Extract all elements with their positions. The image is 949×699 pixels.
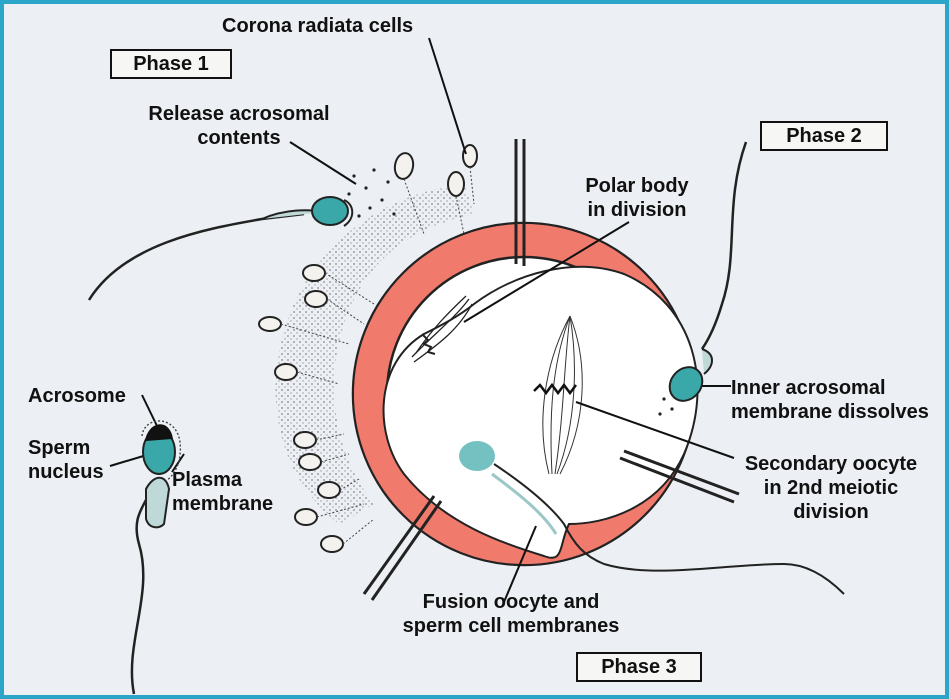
label-acrosome: Acrosome (28, 384, 126, 408)
phase-2-box: Phase 2 (760, 121, 888, 151)
label-fusion-line-1: Fusion oocyte and (386, 590, 636, 614)
label-polar-line-1: Polar body (567, 174, 707, 198)
label-secondary-oocyte: Secondary oocyte in 2nd meiotic division (730, 452, 932, 524)
label-corona-radiata: Corona radiata cells (222, 14, 413, 38)
label-polar-line-2: in division (567, 198, 707, 222)
label-release-acrosomal: Release acrosomal contents (124, 102, 354, 150)
label-plasma-line-1: Plasma (172, 468, 273, 492)
label-secondary-line-1: Secondary oocyte (730, 452, 932, 476)
label-inner-acrosomal: Inner acrosomal membrane dissolves (731, 376, 929, 424)
phase-1-box: Phase 1 (110, 49, 232, 79)
label-release-line-1: Release acrosomal (124, 102, 354, 126)
label-sperm-nucleus-line-2: nucleus (28, 460, 104, 484)
label-inner-line-2: membrane dissolves (731, 400, 929, 424)
label-inner-line-1: Inner acrosomal (731, 376, 929, 400)
label-plasma-line-2: membrane (172, 492, 273, 516)
label-plasma-membrane: Plasma membrane (172, 468, 273, 516)
label-release-line-2: contents (124, 126, 354, 150)
label-sperm-nucleus: Sperm nucleus (28, 436, 104, 484)
label-secondary-line-2: in 2nd meiotic (730, 476, 932, 500)
label-polar-body: Polar body in division (567, 174, 707, 222)
sperm-detail (132, 421, 180, 694)
label-sperm-nucleus-line-1: Sperm (28, 436, 104, 460)
label-fusion-membranes: Fusion oocyte and sperm cell membranes (386, 590, 636, 638)
label-fusion-line-2: sperm cell membranes (386, 614, 636, 638)
diagram-canvas: Phase 1 Phase 2 Phase 3 Corona radiata c… (4, 4, 945, 695)
label-secondary-line-3: division (730, 500, 932, 524)
phase-3-box: Phase 3 (576, 652, 702, 682)
